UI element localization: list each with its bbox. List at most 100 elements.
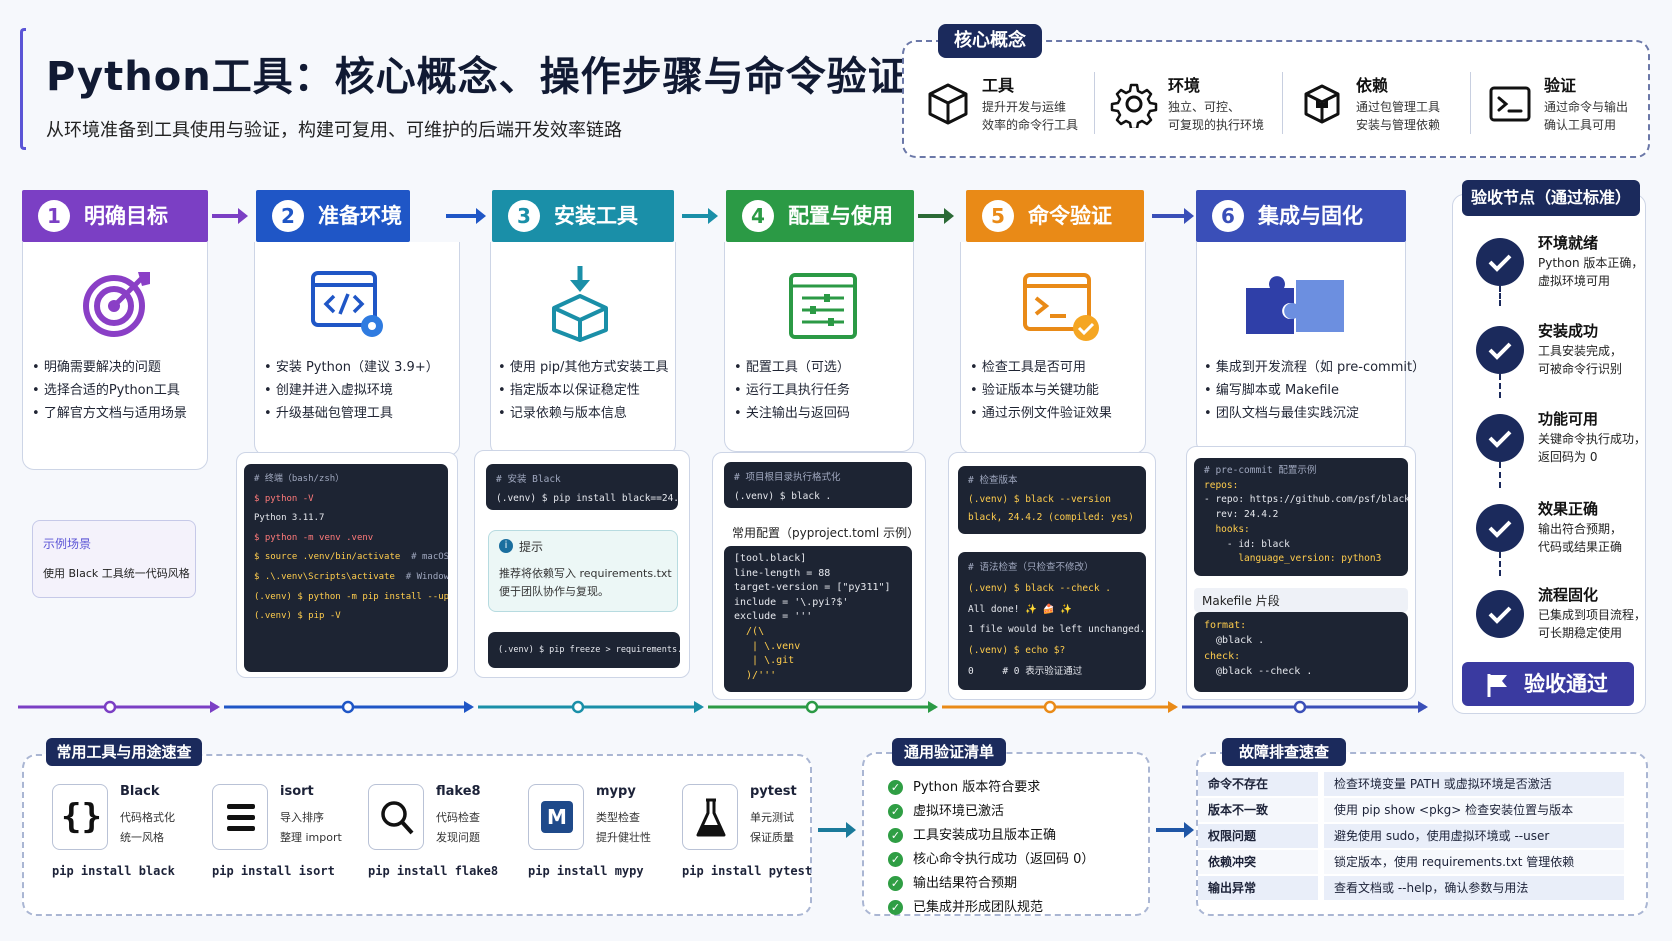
acceptance-pass-label: 验收通过 xyxy=(1524,672,1608,696)
check-icon: ✓ xyxy=(888,900,903,915)
package-icon xyxy=(1304,84,1340,124)
acceptance-connector xyxy=(1499,462,1501,488)
step-label: 准备环境 xyxy=(318,204,402,228)
concept-desc: 提升开发与运维效率的命令行工具 xyxy=(982,100,1079,132)
tip-title: 提示 xyxy=(519,540,544,554)
acceptance-item: 流程固化 已集成到项目流程，可长期稳定使用 xyxy=(1476,584,1646,654)
step-number: 1 xyxy=(38,200,70,232)
check-circle-icon xyxy=(1476,590,1524,638)
step-4-header: 4 配置与使用 xyxy=(726,190,914,242)
concept-divider xyxy=(1470,72,1471,134)
tip-box: i 提示 推荐将依赖写入 requirements.txt 便于团队协作与复现。 xyxy=(488,530,678,612)
concept-tool: 工具 提升开发与运维效率的命令行工具 xyxy=(924,72,1104,142)
check-icon: ✓ xyxy=(888,876,903,891)
list-item: 集成到开发流程（如 pre-commit） xyxy=(1204,356,1425,379)
acceptance-item-desc: Python 版本正确，虚拟环境可用 xyxy=(1538,256,1644,288)
concept-title: 验证 xyxy=(1544,76,1577,95)
tool-desc: 单元测试保证质量 xyxy=(750,811,794,844)
terminal-block: # 终端（bash/zsh） $ python -V Python 3.11.7… xyxy=(244,464,448,672)
acceptance-pass-button[interactable]: 验收通过 xyxy=(1462,662,1634,706)
tool-install-cmd: pip install black xyxy=(52,864,175,878)
acceptance-connector xyxy=(1499,286,1501,306)
tool-name: flake8 xyxy=(436,784,481,799)
terminal-check-icon xyxy=(1023,273,1099,341)
acceptance-item: 环境就绪 Python 版本正确，虚拟环境可用 xyxy=(1476,232,1646,302)
list-item: 明确需要解决的问题 xyxy=(32,356,187,379)
terminal-icon xyxy=(1489,86,1531,122)
step-label: 安装工具 xyxy=(554,204,638,228)
step-label: 配置与使用 xyxy=(788,204,893,228)
target-icon xyxy=(83,272,150,337)
list-item: 了解官方文档与适用场景 xyxy=(32,402,187,425)
page-title: Python工具：核心概念、操作步骤与命令验证流程 xyxy=(46,54,991,100)
tool-desc: 代码格式化统一风格 xyxy=(120,811,175,844)
tool-name: mypy xyxy=(596,784,636,799)
list-item: 团队文档与最佳实践沉淀 xyxy=(1204,402,1425,425)
step-5-bullets: 检查工具是否可用 验证版本与关键功能 通过示例文件验证效果 xyxy=(970,356,1112,425)
check-icon: ✓ xyxy=(888,828,903,843)
flow-arrow xyxy=(818,822,856,838)
check-circle-icon xyxy=(1476,326,1524,374)
step-number: 3 xyxy=(508,200,540,232)
flow-arrow xyxy=(446,208,486,224)
list-item: 通过示例文件验证效果 xyxy=(970,402,1112,425)
tool-install-cmd: pip install mypy xyxy=(528,864,644,878)
acceptance-item-title: 安装成功 xyxy=(1538,322,1599,340)
puzzle-icon xyxy=(1246,276,1344,334)
list-item: 指定版本以保证稳定性 xyxy=(498,379,668,402)
checklist-item: ✓Python 版本符合要求 xyxy=(888,776,1040,795)
gear-icon xyxy=(1110,83,1158,128)
acceptance-connector xyxy=(1499,552,1501,576)
acceptance-item-desc: 关键命令执行成功，返回码为 0 xyxy=(1538,432,1647,464)
step-3-header: 3 安装工具 xyxy=(492,190,674,242)
acceptance-item: 效果正确 输出符合预期，代码或结果正确 xyxy=(1476,498,1646,568)
list-item: 编写脚本或 Makefile xyxy=(1204,379,1425,402)
flag-icon xyxy=(1487,674,1507,697)
example-text: 使用 Black 工具统一代码风格 xyxy=(43,567,190,580)
step-5-header: 5 命令验证 xyxy=(966,190,1144,242)
table-row: 版本不一致使用 pip show <pkg> 检查安装位置与版本 xyxy=(1198,798,1624,822)
table-row: 输出异常查看文档或 --help，确认参数与用法 xyxy=(1198,876,1624,900)
tip-text: 便于团队协作与复现。 xyxy=(499,585,609,598)
acceptance-item-title: 效果正确 xyxy=(1538,500,1599,518)
settings-panel-icon xyxy=(789,273,857,339)
check-circle-icon xyxy=(1476,504,1524,552)
tool-desc: 导入排序整理 import xyxy=(280,811,342,844)
example-scenario-box: 示例场景 使用 Black 工具统一代码风格 xyxy=(32,520,196,598)
terminal-block: # 检查版本 (.venv) $ black --version black, … xyxy=(958,466,1146,534)
acceptance-item-desc: 已集成到项目流程，可长期稳定使用 xyxy=(1538,608,1647,640)
list-item: 使用 pip/其他方式安装工具 xyxy=(498,356,669,379)
tip-text: 推荐将依赖写入 requirements.txt xyxy=(499,567,672,580)
concept-environment: 环境 独立、可控、可复现的执行环境 xyxy=(1110,72,1290,142)
step-2-header: 2 准备环境 xyxy=(256,190,410,242)
terminal-block: # 安装 Black (.venv) $ pip install black==… xyxy=(486,464,678,510)
list-item: 创建并进入虚拟环境 xyxy=(264,379,439,402)
check-icon: ✓ xyxy=(888,780,903,795)
tool-desc: 类型检查提升健壮性 xyxy=(596,811,651,844)
concept-desc: 独立、可控、可复现的执行环境 xyxy=(1168,100,1265,132)
concept-title: 环境 xyxy=(1168,76,1201,95)
code-window-icon xyxy=(311,271,383,337)
list-icon xyxy=(212,784,268,850)
page-subtitle: 从环境准备到工具使用与验证，构建可复用、可维护的后端开发效率链路 xyxy=(46,120,622,141)
tool-name: isort xyxy=(280,784,314,799)
makefile-label: Makefile 片段 xyxy=(1202,594,1280,608)
troubleshoot-title: 故障排查速查 xyxy=(1222,738,1346,766)
checklist-item: ✓已集成并形成团队规范 xyxy=(888,896,1043,915)
install-box-icon xyxy=(552,266,608,342)
concept-dependency: 依赖 通过包管理工具安装与管理依赖 xyxy=(1298,72,1478,142)
core-concepts-panel: 工具 提升开发与运维效率的命令行工具 环境 独立、可控、可复现的执行环境 依赖 … xyxy=(902,40,1650,158)
makefile-code-block: format: @black . check: @black --check . xyxy=(1194,612,1408,692)
step-label: 集成与固化 xyxy=(1258,204,1363,228)
acceptance-item: 安装成功 工具安装完成，可被命令行识别 xyxy=(1476,320,1646,390)
step-label: 命令验证 xyxy=(1028,204,1112,228)
checklist-title: 通用验证清单 xyxy=(892,738,1006,766)
flow-arrow xyxy=(1152,208,1194,224)
concept-desc: 通过命令与输出确认工具可用 xyxy=(1544,100,1629,132)
list-item: 配置工具（可选） xyxy=(734,356,850,379)
check-circle-icon xyxy=(1476,238,1524,286)
precommit-code-block: # pre-commit 配置示例 repos: - repo: https:/… xyxy=(1194,458,1408,576)
list-item: 安装 Python（建议 3.9+） xyxy=(264,356,439,379)
tool-card-pytest: pytest 单元测试保证质量 pip install pytest xyxy=(682,784,832,884)
acceptance-title: 验收节点（通过标准） xyxy=(1462,180,1640,216)
